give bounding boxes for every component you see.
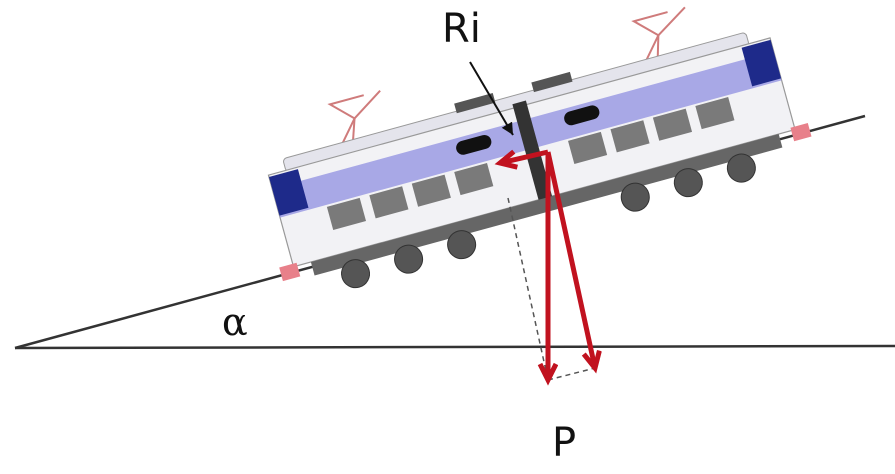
resistance-label: Ri <box>442 6 481 52</box>
angle-label: α <box>222 300 248 344</box>
electric-locomotive-icon <box>267 6 812 289</box>
resistance-force-arrow <box>500 149 549 163</box>
component-dashed-line <box>547 367 596 381</box>
pantograph-icon <box>327 89 381 147</box>
ri-pointer-arrow <box>469 61 514 136</box>
weight-label: P <box>552 420 577 466</box>
horizontal-ground-line <box>14 344 895 350</box>
pantograph-icon <box>631 6 686 64</box>
component-dashed-line <box>507 197 549 381</box>
normal-component-arrow <box>545 151 595 368</box>
